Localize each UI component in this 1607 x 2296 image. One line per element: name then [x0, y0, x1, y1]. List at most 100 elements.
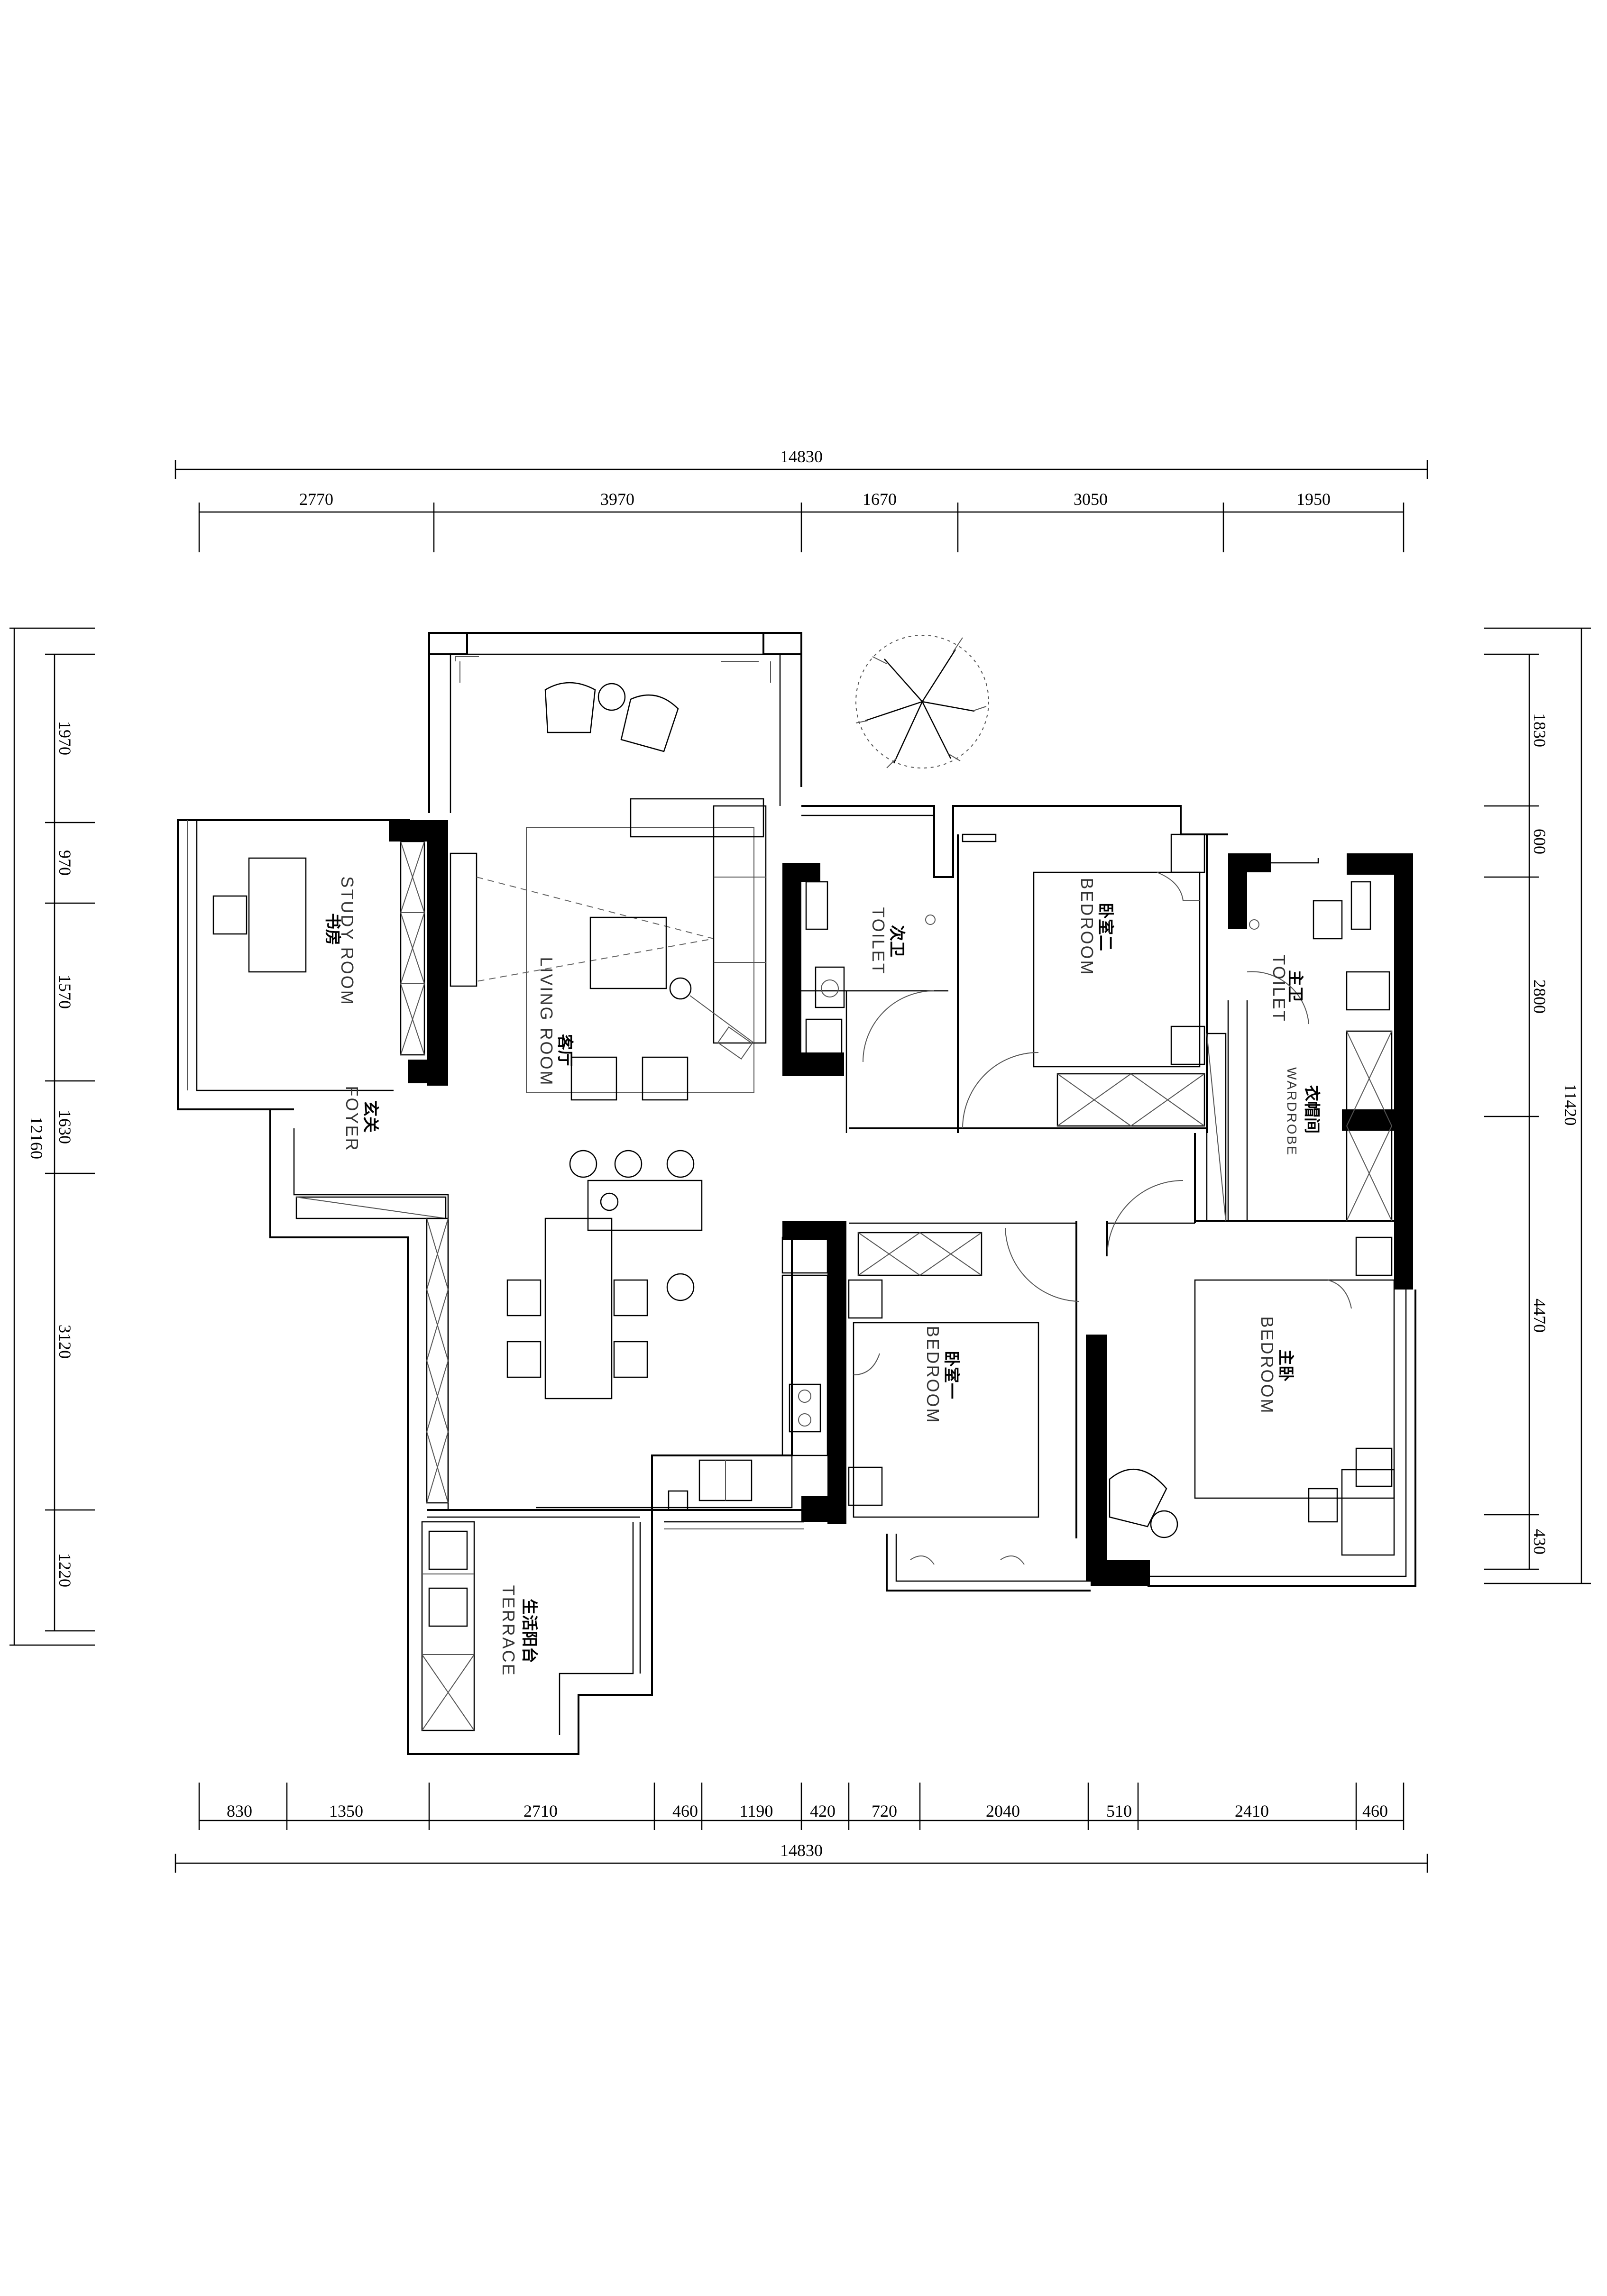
- study-chair: [212, 895, 248, 935]
- sofa: [713, 805, 767, 1044]
- toilet-2: 次卫 TOILET: [805, 881, 936, 1062]
- side-table: [1150, 1510, 1178, 1538]
- wardrobe-room: 衣帽间 WARDROBE: [1206, 1030, 1393, 1222]
- foyer: 玄关 FOYER: [295, 1086, 449, 1504]
- bar-stool: [666, 1150, 695, 1178]
- study-label-cn: 书房: [323, 913, 342, 945]
- dimension-left: 12160 1970 970 1570 1630 3120 1220: [9, 627, 95, 1646]
- dim-bottom-seg: 420: [810, 1802, 836, 1820]
- dim-left-seg: 1630: [55, 1110, 74, 1144]
- bedroom1-label-cn: 卧室一: [942, 1351, 961, 1399]
- dim-left-seg: 3120: [55, 1325, 74, 1359]
- dim-bottom-seg: 1350: [329, 1802, 363, 1820]
- wardrobe-label-cn: 衣帽间: [1302, 1085, 1321, 1134]
- wardrobe-label-en: WARDROBE: [1285, 1067, 1299, 1156]
- living-room: 客厅 LIVING ROOM: [450, 798, 767, 1101]
- nightstand: [1355, 1236, 1393, 1276]
- lounge-chair: [544, 682, 596, 733]
- terrace-label-cn: 生活阳台: [520, 1599, 539, 1663]
- dim-left-seg: 1570: [55, 975, 74, 1009]
- dim-right-seg: 600: [1530, 829, 1549, 854]
- dining-kitchen: [506, 1150, 828, 1529]
- side-table: [597, 683, 626, 711]
- bar-stool: [666, 1273, 695, 1301]
- dryer: [428, 1587, 468, 1627]
- walls-solid: [389, 820, 1413, 1586]
- dimension-bottom: 830 1350 2710 460 1190 420 720 2040 510 …: [174, 1783, 1428, 1873]
- armchair: [570, 1056, 617, 1101]
- study-desk: [248, 857, 307, 973]
- dim-bottom-seg: 460: [1362, 1802, 1388, 1820]
- toilet2-label-cn: 次卫: [887, 925, 906, 957]
- vanity: [1346, 971, 1390, 1011]
- toilet-bowl: [1313, 900, 1343, 940]
- shoe-cabinet: [426, 1217, 449, 1504]
- dim-bottom-seg: 510: [1106, 1802, 1132, 1820]
- dim-bottom-seg: 460: [672, 1802, 698, 1820]
- terrace-label-en: TERRACE: [499, 1585, 518, 1676]
- master-bedroom-label-en: BEDROOM: [1258, 1316, 1277, 1414]
- dining-table: [544, 1217, 613, 1400]
- stove: [789, 1383, 821, 1433]
- foyer-label-en: FOYER: [342, 1086, 362, 1152]
- wardrobe: [1056, 1073, 1205, 1127]
- dim-right-total: 11420: [1561, 1084, 1580, 1126]
- nightstand: [1170, 1025, 1205, 1065]
- dim-bottom-seg: 2040: [986, 1802, 1020, 1820]
- bed: [1194, 1279, 1395, 1499]
- toilet-bowl: [815, 966, 845, 1008]
- nightstand: [848, 1279, 883, 1319]
- nightstand: [1170, 833, 1205, 873]
- dimension-right: 11420 1830 600 2800 4470 430: [1484, 627, 1591, 1584]
- bed: [853, 1322, 1039, 1518]
- master-bedroom: 主卧 BEDROOM: [1107, 1180, 1395, 1556]
- dim-bottom-seg: 2410: [1235, 1802, 1269, 1820]
- dimension-top: 14830 2770 3970 1670 3050 1950: [174, 447, 1428, 552]
- washing-machine: [428, 1530, 468, 1570]
- master-bedroom-label-cn: 主卧: [1276, 1349, 1295, 1381]
- terrace: 生活阳台 TERRACE: [421, 1521, 539, 1731]
- dresser-stool: [1308, 1488, 1338, 1523]
- bedroom2-label-cn: 卧室二: [1096, 903, 1115, 951]
- dim-bottom-seg: 830: [227, 1802, 252, 1820]
- foyer-label-cn: 玄关: [361, 1100, 380, 1133]
- bedroom-1: 卧室一 BEDROOM: [848, 1227, 1079, 1565]
- dim-right-seg: 4470: [1530, 1299, 1549, 1333]
- dining-chair: [613, 1341, 648, 1378]
- dim-bottom-seg: 1190: [740, 1802, 773, 1820]
- dresser: [1341, 1469, 1395, 1556]
- bed: [1033, 871, 1201, 1068]
- dining-chair: [613, 1279, 648, 1317]
- living-label-cn: 客厅: [555, 1034, 574, 1066]
- dim-top-seg: 1670: [863, 490, 897, 509]
- terrace-cabinet: [421, 1521, 475, 1731]
- master-toilet-label-cn: 主卫: [1286, 970, 1304, 1002]
- bar-stool: [569, 1150, 597, 1178]
- dim-bottom-seg: 2710: [523, 1802, 558, 1820]
- toilet2-label-en: TOILET: [869, 907, 888, 975]
- dim-top-seg: 3050: [1074, 490, 1108, 509]
- floor-lamp: [669, 977, 692, 1000]
- tv-cabinet: [450, 852, 478, 987]
- dim-bottom-seg: 720: [872, 1802, 897, 1820]
- master-toilet: 主卫 TOILET: [1247, 881, 1390, 1025]
- study-room: 书房 STUDY ROOM: [187, 820, 425, 1090]
- study-label-en: STUDY ROOM: [338, 876, 357, 1006]
- dim-left-seg: 1220: [55, 1553, 74, 1587]
- bar-stool: [614, 1150, 643, 1178]
- dim-right-seg: 430: [1530, 1529, 1549, 1555]
- dim-left-seg: 970: [55, 850, 74, 876]
- walls-outline: [177, 632, 1416, 1755]
- living-rug: [526, 827, 754, 1093]
- dining-chair: [506, 1279, 542, 1317]
- dim-top-total: 14830: [780, 447, 823, 466]
- tree-icon: [855, 635, 989, 768]
- dim-top-seg: 2770: [299, 490, 333, 509]
- dining-chair: [506, 1341, 542, 1378]
- bedroom-2: 卧室二 BEDROOM: [962, 833, 1205, 1129]
- dim-left-seg: 1970: [55, 721, 74, 755]
- dim-bottom-total: 14830: [780, 1841, 823, 1860]
- dim-top-seg: 1950: [1296, 490, 1331, 509]
- dim-right-seg: 1830: [1530, 713, 1549, 747]
